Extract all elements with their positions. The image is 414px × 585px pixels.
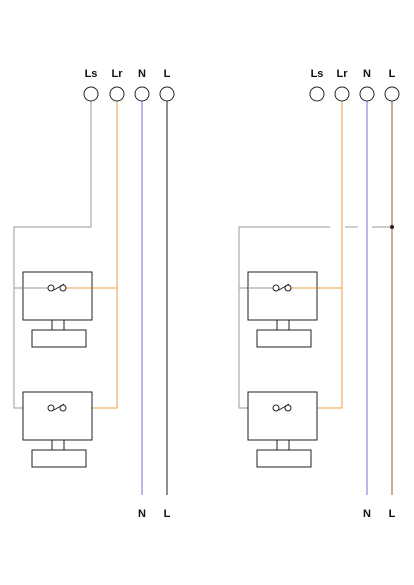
right-terminal-n — [359, 86, 375, 102]
switch-base — [31, 329, 87, 348]
right-terminal-ls — [309, 86, 325, 102]
switch-housing — [247, 271, 318, 321]
left-bottom-label-n: N — [138, 508, 146, 520]
switch-housing — [247, 391, 318, 441]
right-switch-lower — [247, 391, 318, 468]
left-label-ls: Ls — [85, 68, 98, 80]
switch-contact-icon — [272, 284, 280, 292]
left-terminal-n — [134, 86, 150, 102]
switch-stem — [51, 319, 65, 331]
left-wire-lr — [68, 101, 118, 409]
left-label-n: N — [138, 68, 146, 80]
left-terminal-ls — [83, 86, 99, 102]
switch-blade-icon — [278, 283, 290, 291]
left-panel: Ls Lr N L — [13, 68, 175, 520]
right-terminal-l — [384, 86, 400, 102]
right-label-ls: Ls — [311, 68, 324, 80]
left-wire-ls — [13, 101, 92, 409]
right-terminal-lr — [334, 86, 350, 102]
switch-base — [256, 449, 312, 468]
switch-housing — [22, 391, 93, 441]
right-switch-upper — [247, 271, 318, 348]
switch-blade-icon — [278, 403, 290, 411]
switch-stem — [276, 319, 290, 331]
left-switch-upper — [22, 271, 93, 348]
left-bottom-label-l: L — [164, 508, 171, 520]
switch-stem — [51, 439, 65, 451]
right-label-n: N — [363, 68, 371, 80]
right-bottom-label-l: L — [389, 508, 396, 520]
right-bottom-label-n: N — [363, 508, 371, 520]
left-terminal-lr — [109, 86, 125, 102]
switch-blade-icon — [53, 403, 65, 411]
switch-stem — [276, 439, 290, 451]
switch-base — [31, 449, 87, 468]
switch-contact-icon — [272, 404, 280, 412]
right-panel: Ls Lr N L — [238, 68, 400, 520]
left-label-lr: Lr — [112, 68, 124, 80]
left-terminal-l — [159, 86, 175, 102]
switch-blade-icon — [53, 283, 65, 291]
switch-contact-icon — [47, 284, 55, 292]
left-switch-lower — [22, 391, 93, 468]
switch-base — [256, 329, 312, 348]
right-label-lr: Lr — [337, 68, 349, 80]
switch-contact-icon — [47, 404, 55, 412]
right-wire-lr — [293, 101, 343, 409]
right-label-l: L — [389, 68, 396, 80]
junction-dot — [390, 225, 394, 229]
left-label-l: L — [164, 68, 171, 80]
switch-housing — [22, 271, 93, 321]
